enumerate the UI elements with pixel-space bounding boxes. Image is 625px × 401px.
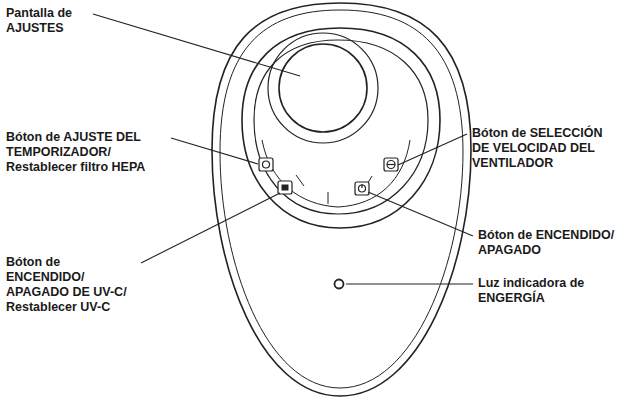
power-button xyxy=(355,182,369,195)
leader-line xyxy=(171,138,258,164)
inner-housing xyxy=(220,10,463,388)
buttons xyxy=(259,158,398,195)
display-screen xyxy=(279,44,367,132)
outer-housing xyxy=(212,3,471,396)
leader-line xyxy=(93,14,300,76)
callout-label: Pantalla de AJUSTES xyxy=(6,6,88,36)
button-arc xyxy=(262,140,410,207)
fan-speed-button xyxy=(384,158,398,171)
callout-label: Bóton de ENCENDIDO/ APAGADO DE UV-C/ Res… xyxy=(6,255,136,315)
leader-line xyxy=(141,193,280,263)
callout-label: Luz indicadora de ENGERGÍA xyxy=(478,276,618,306)
uvc-button xyxy=(278,181,292,194)
leader-line xyxy=(368,192,473,236)
callout-label: Bóton de ENCENDIDO/ APAGADO xyxy=(478,228,622,258)
leader-line xyxy=(346,283,473,284)
timer-button xyxy=(259,158,273,171)
callout-label: Bóton de AJUSTE DEL TEMPORIZADOR/ Restab… xyxy=(6,130,166,175)
control-panel-outer xyxy=(242,28,440,228)
leader-line xyxy=(398,134,467,165)
callout-label: Bóton de SELECCIÓN DE VELOCIDAD DEL VENT… xyxy=(472,126,622,171)
display-ring xyxy=(268,33,378,143)
power-indicator-light xyxy=(335,280,344,289)
control-panel-inner xyxy=(254,40,428,214)
